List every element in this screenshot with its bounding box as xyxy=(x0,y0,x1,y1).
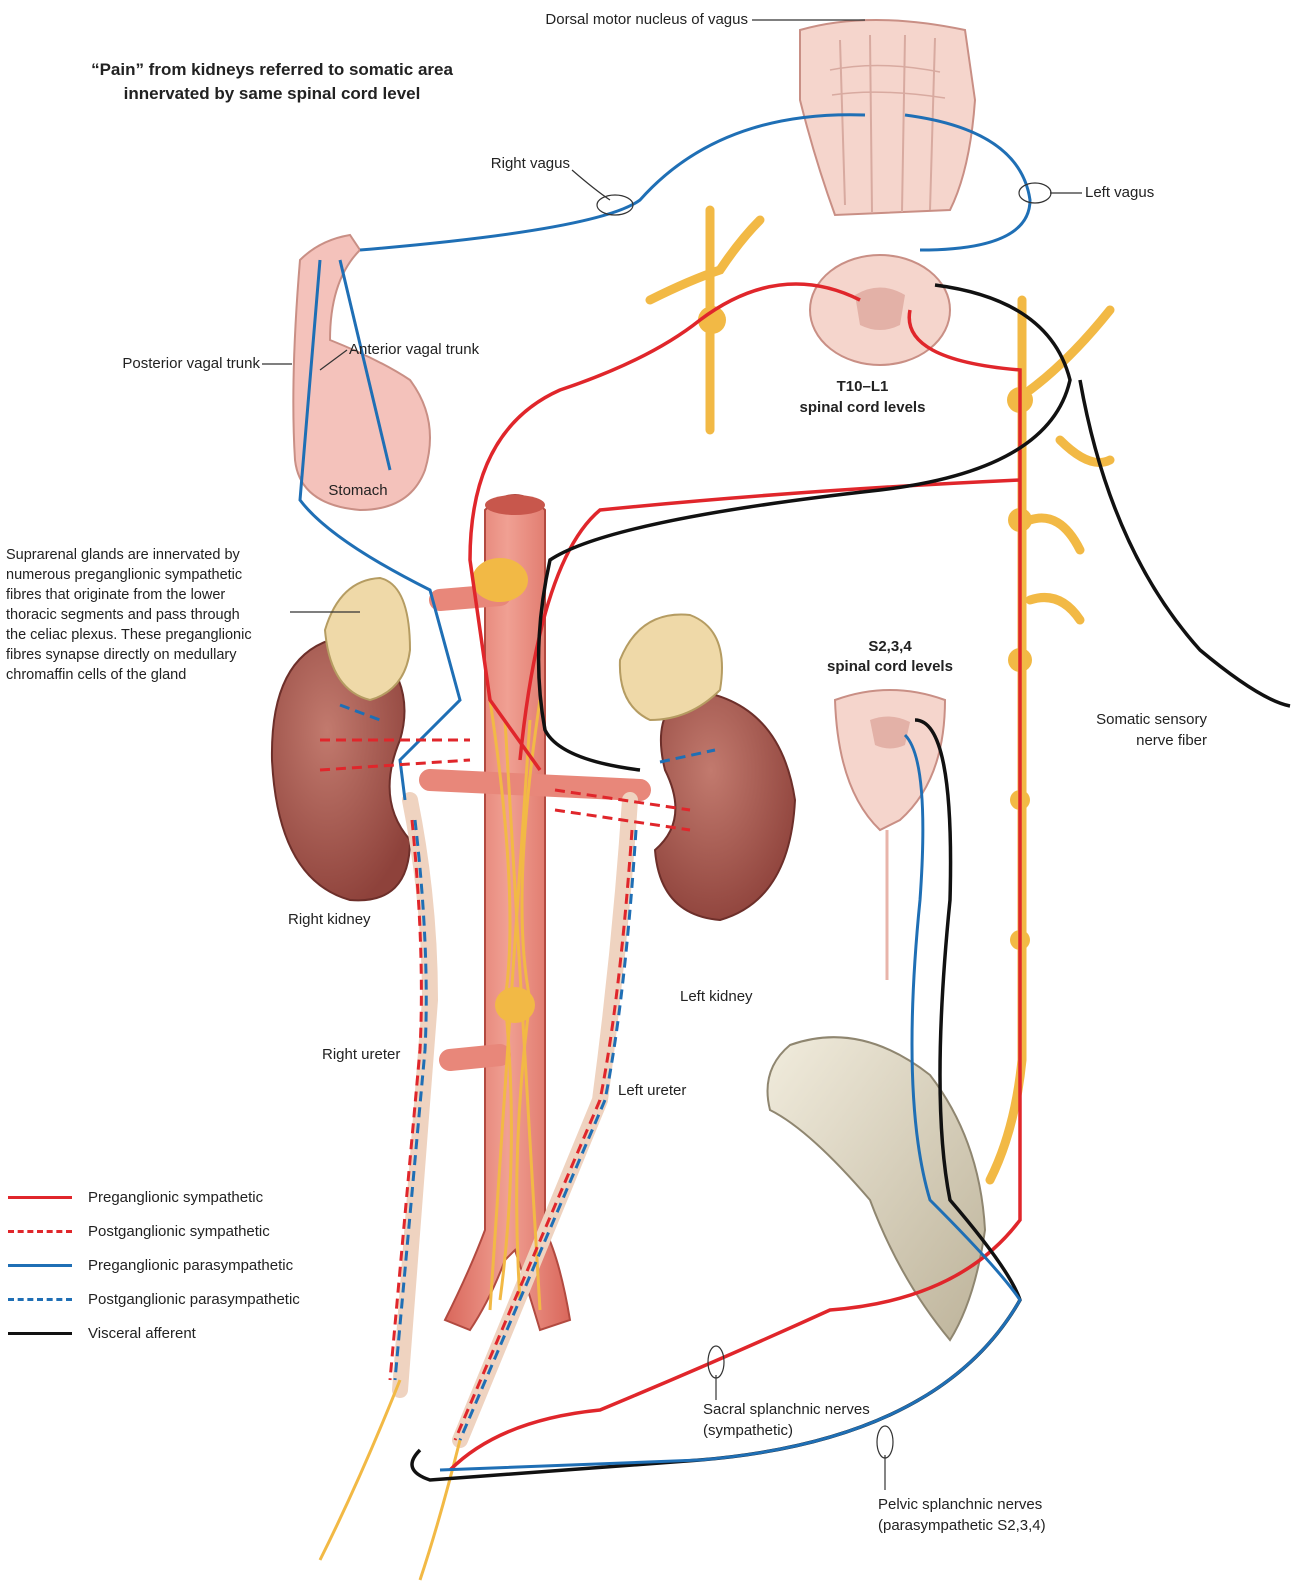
label-right-kidney: Right kidney xyxy=(288,910,371,930)
legend-label: Visceral afferent xyxy=(88,1325,196,1342)
label-posterior-vagal-trunk: Posterior vagal trunk xyxy=(60,354,260,374)
diagram-title-line-1: “Pain” from kidneys referred to somatic … xyxy=(62,60,482,80)
label-pelvic-splanchnic: Pelvic splanchnic nerves xyxy=(878,1495,1042,1515)
label-sacral-splanchnic: Sacral splanchnic nerves xyxy=(703,1400,870,1420)
label-s234: S2,3,4 xyxy=(805,637,975,657)
label-left-vagus: Left vagus xyxy=(1085,183,1154,203)
label-somatic-sensory: Somatic sensory xyxy=(1050,710,1207,730)
legend-swatch xyxy=(8,1230,72,1233)
legend-swatch xyxy=(8,1332,72,1335)
legend-item: Visceral afferent xyxy=(8,1316,368,1350)
legend-swatch xyxy=(8,1264,72,1267)
legend-item: Preganglionic parasympathetic xyxy=(8,1248,368,1282)
diagram-title-line-2: innervated by same spinal cord level xyxy=(62,84,482,104)
legend-item: Postganglionic parasympathetic xyxy=(8,1282,368,1316)
label-somatic-sensory-sub: nerve fiber xyxy=(1050,731,1207,751)
label-right-vagus: Right vagus xyxy=(440,154,570,174)
note-line: the celiac plexus. These preganglionic xyxy=(6,625,296,645)
spinal-cord-s234 xyxy=(835,690,945,980)
label-anterior-vagal-trunk: Anterior vagal trunk xyxy=(349,340,479,360)
legend-label: Preganglionic parasympathetic xyxy=(88,1257,293,1274)
note-line: fibres that originate from the lower xyxy=(6,585,296,605)
legend-item: Postganglionic sympathetic xyxy=(8,1214,368,1248)
label-s234-sub: spinal cord levels xyxy=(805,657,975,677)
label-stomach: Stomach xyxy=(318,481,398,501)
note-line: chromaffin cells of the gland xyxy=(6,665,296,685)
left-kidney xyxy=(655,690,795,920)
note-line: thoracic segments and pass through xyxy=(6,605,296,625)
sacrum-bone xyxy=(768,1037,986,1340)
stomach xyxy=(293,235,430,510)
label-t10-l1: T10–L1 xyxy=(780,377,945,397)
label-sacral-splanchnic-sub: (sympathetic) xyxy=(703,1421,793,1441)
legend: Preganglionic sympathetic Postganglionic… xyxy=(8,1180,368,1350)
note-line: Suprarenal glands are innervated by xyxy=(6,545,296,565)
label-left-ureter: Left ureter xyxy=(618,1081,686,1101)
label-dorsal-motor-nucleus: Dorsal motor nucleus of vagus xyxy=(470,10,748,30)
label-pelvic-splanchnic-sub: (parasympathetic S2,3,4) xyxy=(878,1516,1046,1536)
legend-label: Postganglionic sympathetic xyxy=(88,1223,270,1240)
note-line: fibres synapse directly on medullary xyxy=(6,645,296,665)
label-t10-l1-sub: spinal cord levels xyxy=(780,398,945,418)
legend-swatch xyxy=(8,1298,72,1301)
label-right-ureter: Right ureter xyxy=(322,1045,400,1065)
suprarenal-note: Suprarenal glands are innervated by nume… xyxy=(6,545,296,685)
legend-item: Preganglionic sympathetic xyxy=(8,1180,368,1214)
brainstem-medulla xyxy=(800,20,975,215)
legend-label: Postganglionic parasympathetic xyxy=(88,1291,300,1308)
legend-swatch xyxy=(8,1196,72,1199)
legend-label: Preganglionic sympathetic xyxy=(88,1189,263,1206)
label-left-kidney: Left kidney xyxy=(680,987,753,1007)
note-line: numerous preganglionic sympathetic xyxy=(6,565,296,585)
